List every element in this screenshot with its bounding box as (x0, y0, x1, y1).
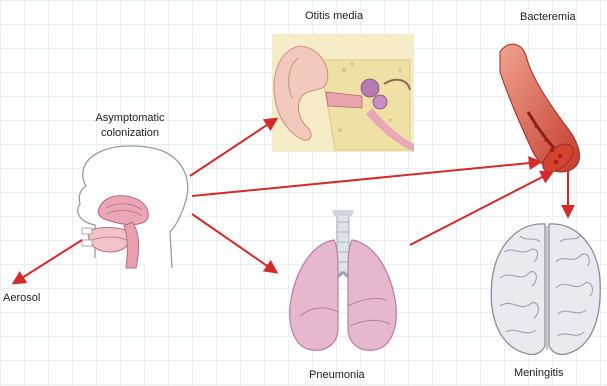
arrow-to-bacteremia (192, 162, 540, 196)
label-asymptomatic-colonization: Asymptomatic colonization (74, 111, 186, 141)
label-colonization-line1: Asymptomatic (74, 111, 186, 126)
label-aerosol: Aerosol (3, 292, 40, 304)
arrow-to-otitis (190, 119, 276, 176)
ear-icon (272, 34, 414, 152)
label-bacteremia: Bacteremia (520, 11, 576, 23)
arrow-to-pneumonia (192, 214, 276, 272)
label-meningitis: Meningitis (514, 367, 564, 379)
label-otitis-media: Otitis media (305, 10, 363, 22)
head-icon (78, 146, 188, 268)
arrow-to-aerosol (14, 240, 82, 283)
label-colonization-line2: colonization (74, 126, 186, 141)
label-pneumonia: Pneumonia (309, 369, 365, 381)
lungs-icon (290, 210, 397, 350)
brain-icon (491, 224, 600, 355)
blood-vessel-icon (500, 44, 580, 177)
